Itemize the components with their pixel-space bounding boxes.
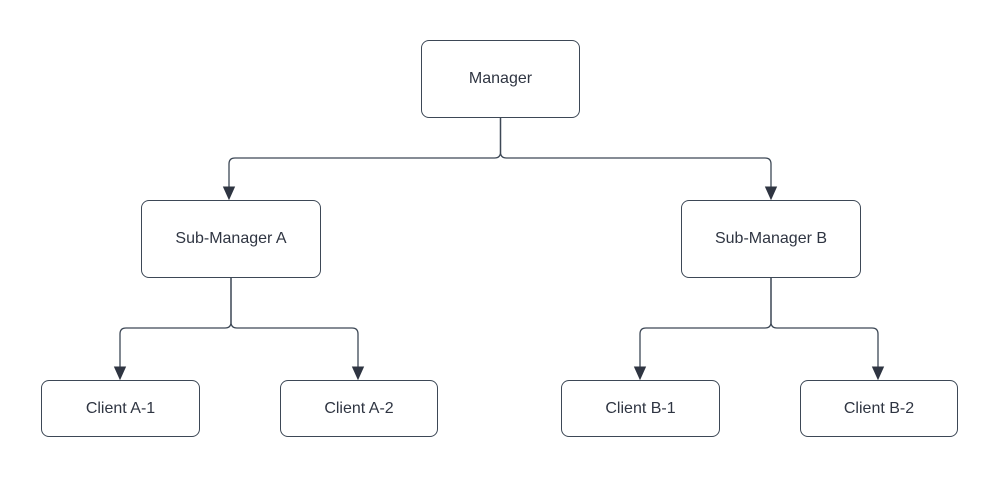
- node-sub-manager-a[interactable]: Sub-Manager A: [141, 200, 321, 278]
- node-sub-manager-a-label: Sub-Manager A: [175, 230, 287, 248]
- node-client-a-2-label: Client A-2: [324, 399, 394, 417]
- edge-sub-b-to-client-b1: [639, 278, 772, 367]
- edge-manager-to-sub-a: [228, 118, 502, 187]
- arrowhead-client-b1: [633, 366, 647, 381]
- node-manager[interactable]: Manager: [421, 40, 580, 118]
- node-client-b-2[interactable]: Client B-2: [800, 380, 958, 437]
- node-client-b-1[interactable]: Client B-1: [561, 380, 720, 437]
- arrowhead-sub-b: [764, 186, 778, 201]
- node-client-a-2[interactable]: Client A-2: [280, 380, 438, 437]
- edge-sub-b-to-client-b2: [770, 278, 879, 367]
- node-client-a-1-label: Client A-1: [85, 399, 156, 417]
- node-client-b-1-label: Client B-1: [605, 399, 676, 417]
- node-sub-manager-b-label: Sub-Manager B: [714, 230, 828, 248]
- arrowhead-sub-a: [222, 186, 236, 201]
- arrowhead-client-b2: [871, 366, 885, 381]
- node-manager-label: Manager: [468, 70, 533, 88]
- arrowhead-client-a1: [113, 366, 127, 381]
- node-sub-manager-b[interactable]: Sub-Manager B: [681, 200, 861, 278]
- arrowhead-client-a2: [351, 366, 365, 381]
- edge-sub-a-to-client-a2: [230, 278, 359, 367]
- edge-manager-to-sub-b: [499, 118, 772, 187]
- node-client-a-1[interactable]: Client A-1: [41, 380, 200, 437]
- edge-sub-a-to-client-a1: [119, 278, 232, 367]
- node-client-b-2-label: Client B-2: [843, 399, 915, 417]
